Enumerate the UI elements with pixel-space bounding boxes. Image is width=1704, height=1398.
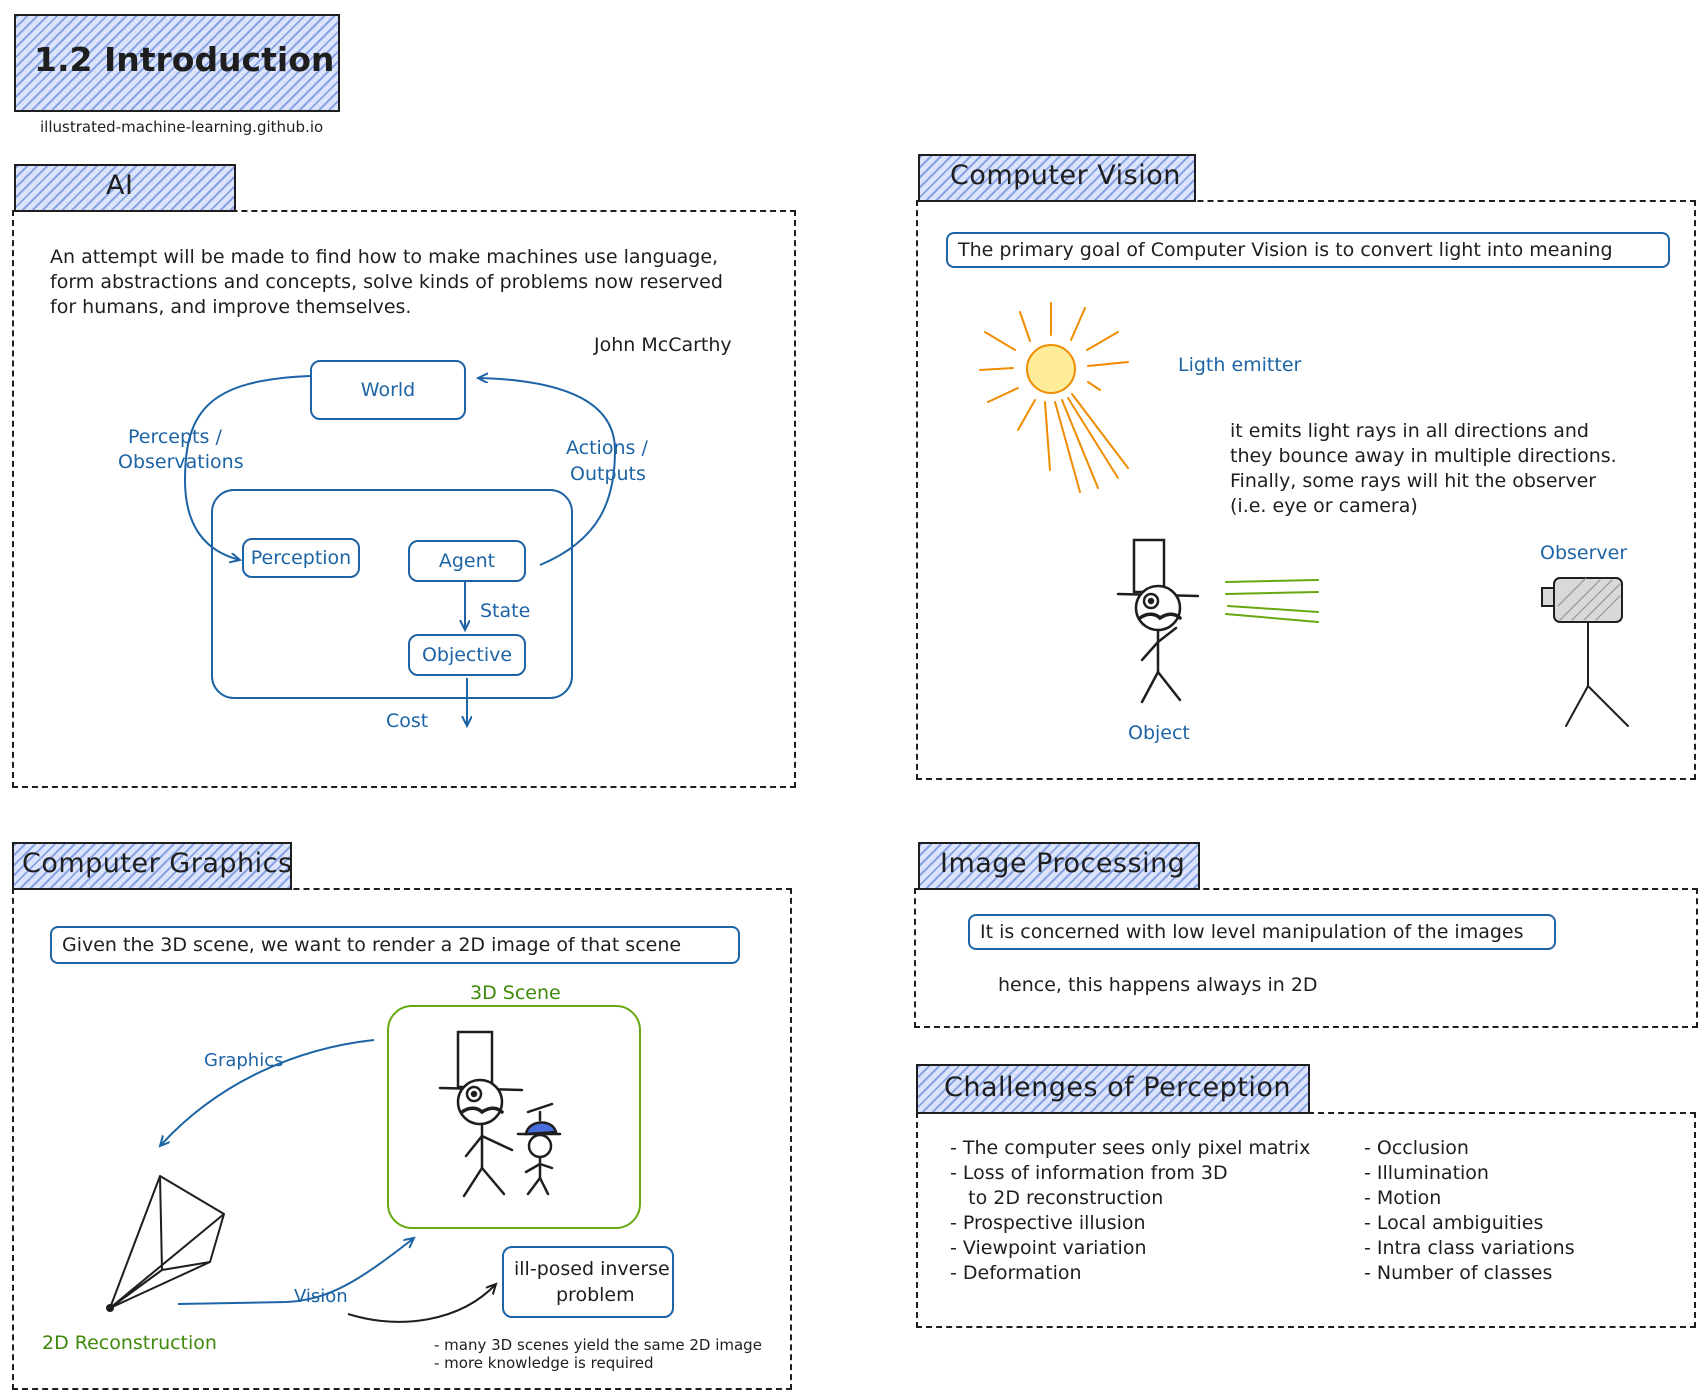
ai-panel: [12, 210, 796, 788]
scene-kid-figure: [516, 1102, 562, 1196]
cv-title-box: [918, 154, 1196, 202]
ip-goal-text: It is concerned with low level manipulat…: [980, 921, 1524, 943]
cost-label: Cost: [386, 710, 429, 732]
ai-quote-line-3: for humans, and improve themselves.: [50, 296, 412, 318]
camera-icon: [1541, 577, 1629, 727]
object-stick-figure: [1116, 538, 1200, 704]
cv-desc-line-1: it emits light rays in all directions an…: [1230, 420, 1589, 442]
cv-goal-box: The primary goal of Computer Vision is t…: [946, 232, 1670, 268]
ai-quote-line-2: form abstractions and concepts, solve ki…: [50, 271, 723, 293]
cv-goal-text: The primary goal of Computer Vision is t…: [958, 239, 1613, 261]
sun-icon: [1026, 344, 1076, 394]
challenge-item: - Prospective illusion: [950, 1212, 1146, 1234]
camera-frustum-icon: [106, 1175, 225, 1312]
challenge-item: - Illumination: [1364, 1162, 1489, 1184]
world-node: World: [310, 360, 466, 420]
percepts-label: Percepts /: [128, 426, 222, 448]
challenge-item: - Deformation: [950, 1262, 1082, 1284]
challenges-title-box: [916, 1064, 1310, 1114]
illposed-arrow: [347, 1284, 496, 1323]
reflected-rays: [1225, 579, 1319, 623]
challenges-title: Challenges of Perception: [944, 1072, 1291, 1103]
vision-label: Vision: [294, 1286, 348, 1307]
challenges-left-list: - The computer sees only pixel matrix - …: [950, 1136, 1310, 1286]
illposed-box: [502, 1246, 674, 1318]
sun-drawing: [979, 302, 1129, 493]
object-label: Object: [1128, 722, 1190, 744]
site-url: illustrated-machine-learning.github.io: [40, 118, 324, 136]
outputs-label: Outputs: [570, 463, 646, 485]
challenge-item: - The computer sees only pixel matrix: [950, 1137, 1311, 1159]
agent-boundary-box: [211, 489, 573, 699]
graphics-label: Graphics: [204, 1050, 284, 1071]
perception-node: Perception: [242, 538, 360, 578]
illposed-line-1: ill-posed inverse: [514, 1258, 670, 1280]
ai-quote-line-1: An attempt will be made to find how to m…: [50, 246, 719, 268]
graphics-arrow: [160, 1039, 375, 1146]
reconstruction-label: 2D Reconstruction: [42, 1332, 217, 1354]
challenge-item: - Intra class variations: [1364, 1237, 1575, 1259]
cv-desc-line-3: Finally, some rays will hit the observer: [1230, 470, 1597, 492]
ip-title: Image Processing: [940, 848, 1186, 879]
challenge-item: - Local ambiguities: [1364, 1212, 1544, 1234]
actions-arrow: [478, 378, 617, 566]
ip-panel: [914, 888, 1698, 1028]
ai-title-box: [14, 164, 236, 212]
state-label: State: [480, 600, 531, 622]
ip-goal-box: It is concerned with low level manipulat…: [968, 914, 1556, 950]
observer-label: Observer: [1540, 542, 1628, 564]
challenges-right-list: - Occlusion - Illumination - Motion - Lo…: [1364, 1136, 1575, 1286]
cg-title: Computer Graphics: [22, 848, 293, 879]
cv-desc-line-2: they bounce away in multiple directions.: [1230, 445, 1617, 467]
scene-label: 3D Scene: [470, 982, 561, 1004]
agent-node: Agent: [408, 540, 526, 582]
challenge-item: - Motion: [1364, 1187, 1442, 1209]
cv-panel: [916, 200, 1696, 780]
scene-man-figure: [438, 1030, 524, 1198]
emitter-label: Ligth emitter: [1178, 354, 1302, 376]
cg-panel: [12, 888, 792, 1390]
cg-goal-text: Given the 3D scene, we want to render a …: [62, 934, 682, 956]
vision-arrow: [177, 1238, 414, 1305]
challenge-item: - Number of classes: [1364, 1262, 1553, 1284]
scene-3d-box: [387, 1005, 641, 1229]
objective-node: Objective: [408, 634, 526, 676]
objective-label: Objective: [421, 644, 513, 666]
cv-desc-line-4: (i.e. eye or camera): [1230, 495, 1418, 517]
challenge-item: - Occlusion: [1364, 1137, 1469, 1159]
main-title-box: [14, 14, 340, 112]
ai-title: AI: [106, 170, 134, 201]
percepts-arrow: [183, 375, 311, 560]
ai-diagram: [183, 375, 617, 726]
cv-title: Computer Vision: [950, 160, 1181, 191]
ai-quote-author: John McCarthy: [594, 334, 732, 356]
page-title: 1.2 Introduction: [34, 40, 335, 79]
challenge-item: - Loss of information from 3D: [950, 1162, 1228, 1184]
ip-title-box: [918, 842, 1200, 890]
illposed-line-2: problem: [556, 1284, 635, 1306]
challenge-item: to 2D reconstruction: [950, 1187, 1164, 1209]
ip-note: hence, this happens always in 2D: [998, 974, 1318, 996]
world-label: World: [360, 379, 416, 401]
challenge-item: - Viewpoint variation: [950, 1237, 1147, 1259]
cg-goal-box: Given the 3D scene, we want to render a …: [50, 926, 740, 964]
observations-label: Observations: [118, 451, 244, 473]
agent-label: Agent: [438, 550, 496, 572]
cg-title-box: [12, 842, 292, 890]
perception-label: Perception: [250, 547, 352, 569]
cg-note-1: - many 3D scenes yield the same 2D image: [434, 1336, 762, 1354]
cg-note-2: - more knowledge is required: [434, 1354, 654, 1372]
actions-label: Actions /: [566, 437, 648, 459]
